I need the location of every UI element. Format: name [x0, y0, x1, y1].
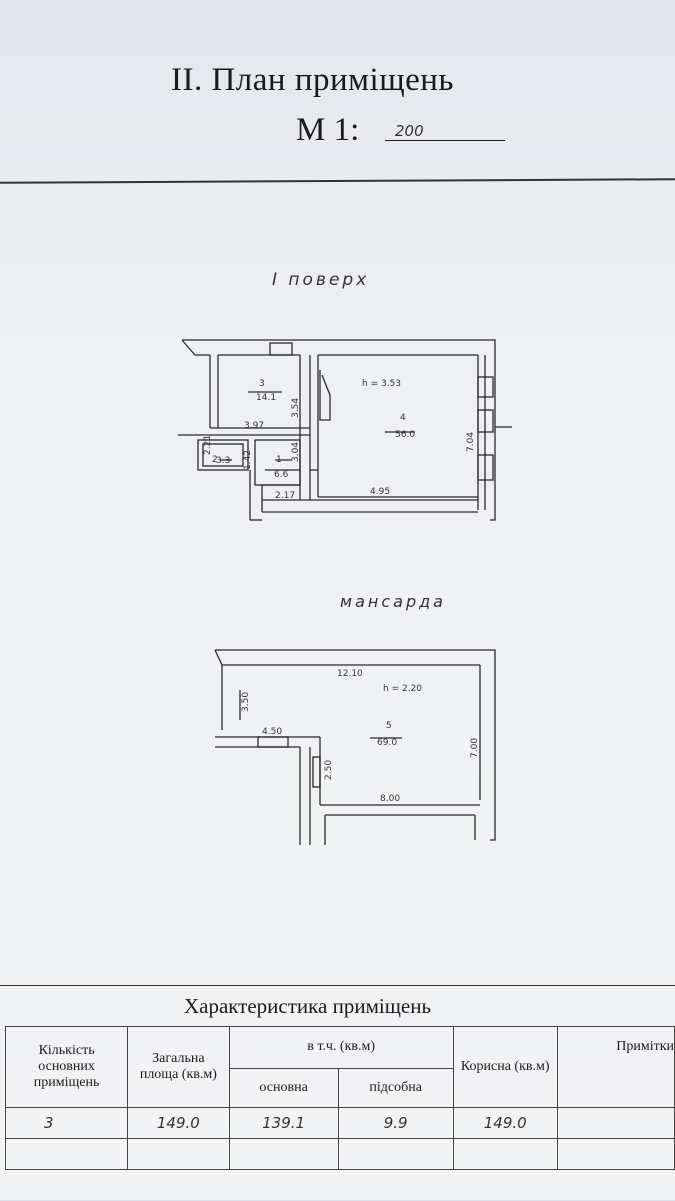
room-2-area: 3.3 [216, 456, 230, 466]
floor1-outer-wall-top [182, 339, 496, 521]
attic-height: h = 2.20 [383, 684, 422, 694]
dim-4-50: 4.50 [262, 727, 282, 737]
value-count: 3 [4, 1107, 129, 1139]
room-1-number: 1 [276, 455, 282, 465]
room-1-area: 6.6 [274, 470, 289, 480]
dim-1-42: 1.42 [243, 450, 253, 470]
dim-3-54: 3.54 [291, 398, 301, 418]
attic-label: мансарда [340, 592, 446, 611]
dim-7-00: 7.00 [470, 738, 480, 758]
dim-2-17: 2.17 [275, 491, 295, 501]
empty-cell [4, 1138, 129, 1170]
header-total-area: Загальна площа (кв.м) [127, 1026, 230, 1108]
header-main: основна [228, 1067, 339, 1108]
floor1-height: h = 3.53 [362, 379, 401, 389]
dim-3-97: 3.97 [244, 421, 264, 431]
room-5-area: 69.0 [377, 738, 397, 748]
characteristics-title: Характеристика приміщень [183, 994, 432, 1018]
scale-label: М 1: [296, 112, 360, 148]
dim-12-10: 12.10 [337, 669, 363, 679]
value-auxiliary: 9.9 [337, 1107, 454, 1139]
room-3-area: 14.1 [256, 393, 276, 403]
room-4-number: 4 [400, 413, 406, 423]
floor-plan-drawing: 3 14.1 h = 3.53 4 56.0 2 3.3 1 6.6 3.97 … [178, 339, 512, 845]
header-including: в т.ч. (кв.м) [228, 1026, 454, 1069]
dim-3-50: 3.50 [241, 692, 251, 712]
value-main: 139.1 [228, 1107, 339, 1139]
empty-cell [228, 1138, 339, 1170]
dim-3-04: 3.04 [291, 442, 301, 462]
floor-1-label: I поверх [272, 270, 370, 290]
scale-value: 200 [385, 122, 505, 141]
header-auxiliary: підсобна [337, 1067, 454, 1108]
header-useful: Корисна (кв.м) [452, 1026, 558, 1108]
room-5-number: 5 [386, 721, 392, 731]
page-title: II. План приміщень [171, 62, 454, 98]
empty-cell [452, 1138, 558, 1170]
value-notes [556, 1107, 675, 1139]
empty-cell [337, 1138, 454, 1170]
dim-7-04: 7.04 [466, 432, 476, 452]
dim-2-21: 2.21 [203, 435, 213, 455]
floor1-wall-corner [181, 339, 210, 356]
empty-cell [556, 1138, 675, 1170]
room-4-area: 56.0 [395, 430, 415, 440]
dim-4-95: 4.95 [370, 487, 390, 497]
characteristics-table: Кількість основних приміщень Загальна пл… [4, 1026, 675, 1170]
header-notes: Примітки [556, 1026, 675, 1108]
value-total-area: 149.0 [127, 1107, 230, 1139]
dim-2-50: 2.50 [324, 760, 334, 780]
header-count: Кількість основних приміщень [4, 1026, 129, 1108]
characteristics-section [0, 985, 675, 1201]
room-2-number: 2 [212, 455, 218, 465]
empty-cell [127, 1138, 230, 1170]
room-3-number: 3 [259, 379, 265, 389]
dim-8-00: 8.00 [380, 794, 400, 804]
value-useful: 149.0 [452, 1107, 558, 1139]
